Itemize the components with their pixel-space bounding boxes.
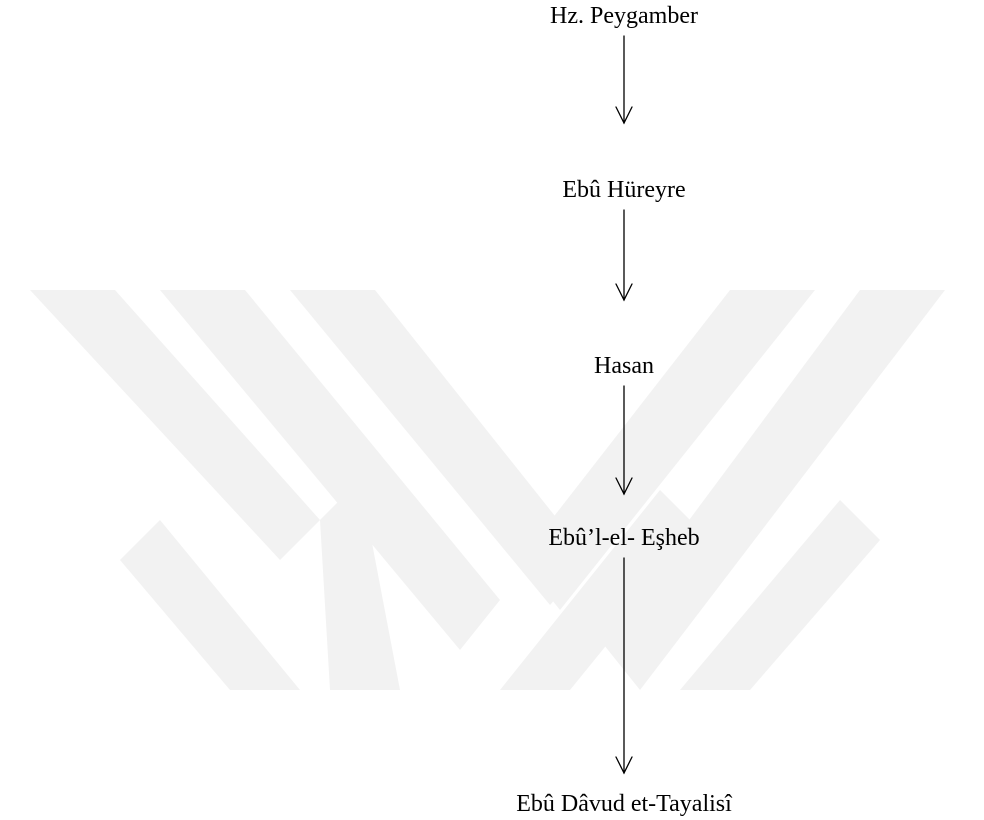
watermark-stripe	[600, 290, 945, 690]
watermark-stripe	[680, 500, 880, 690]
arrow-4	[615, 557, 633, 775]
watermark-stripe	[120, 520, 300, 690]
chain-node-hz-peygamber: Hz. Peygamber	[550, 3, 698, 29]
watermark-stripe	[160, 290, 500, 650]
watermark-stripes	[30, 290, 945, 690]
arrow-2	[615, 209, 633, 302]
watermark-stripe	[500, 490, 700, 690]
chain-node-hasan: Hasan	[594, 353, 654, 379]
chain-node-ebul-el-esheb: Ebû’l-el- Eşheb	[548, 525, 700, 551]
arrow-1	[615, 35, 633, 125]
arrow-3	[615, 385, 633, 496]
watermark-stripe	[30, 290, 320, 560]
watermark-stripe	[520, 290, 815, 610]
chain-node-ebu-hureyre: Ebû Hüreyre	[562, 177, 686, 203]
watermark-stripe	[290, 290, 590, 605]
watermark-stripe	[320, 480, 400, 690]
chain-node-ebu-davud-et-tayalisi: Ebû Dâvud et-Tayalisî	[516, 791, 732, 817]
